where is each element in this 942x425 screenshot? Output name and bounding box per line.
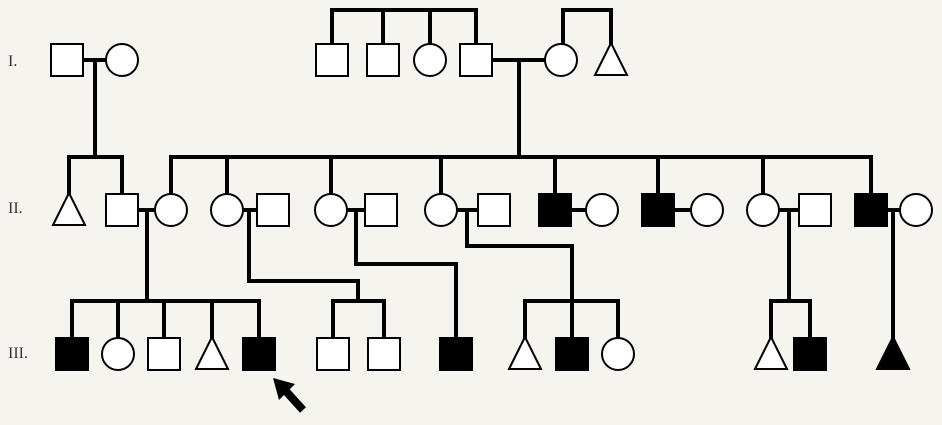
individual-iii-1-male-square: [55, 337, 89, 371]
individual-iii-8-male-square: [439, 337, 473, 371]
individual-i-4-male-square: [366, 43, 400, 77]
individual-ii-1-unknown-triangle: [51, 190, 87, 226]
generation-label-3: III.: [8, 345, 28, 362]
individual-i-1-male-square: [50, 43, 84, 77]
individual-ii-3-female-circle: [154, 193, 188, 227]
individual-iii-10-male-square: [555, 337, 589, 371]
descent-line: [465, 208, 574, 303]
generation-label-2: II.: [8, 200, 23, 217]
individual-ii-14-female-circle: [746, 193, 780, 227]
individual-iii-2-female-circle: [101, 337, 135, 371]
individual-ii-2-male-square: [105, 193, 139, 227]
arrow-icon: [273, 378, 306, 413]
individual-iii-13-male-square: [793, 337, 827, 371]
individual-iii-3-male-square: [147, 337, 181, 371]
individual-ii-6-female-circle: [314, 193, 348, 227]
individual-ii-8-female-circle: [424, 193, 458, 227]
individual-ii-17-female-circle: [899, 193, 933, 227]
individual-ii-11-female-circle: [585, 193, 619, 227]
individual-i-7-female-circle: [544, 43, 578, 77]
individual-ii-13-female-circle: [690, 193, 724, 227]
individual-iii-6-male-square: [316, 337, 350, 371]
individual-i-3-male-square: [315, 43, 349, 77]
individual-ii-9-male-square: [477, 193, 511, 227]
individual-iii-4-unknown-triangle: [194, 334, 230, 370]
individual-ii-5-male-square: [256, 193, 290, 227]
arrow-shaft: [280, 385, 306, 413]
individual-i-2-female-circle: [105, 43, 139, 77]
individual-iii-9-unknown-triangle: [507, 334, 543, 370]
descent-line: [354, 208, 458, 340]
individual-ii-15-male-square: [798, 193, 832, 227]
individual-i-6-male-square: [459, 43, 493, 77]
individual-ii-10-male-square: [538, 193, 572, 227]
individual-iii-7-male-square: [367, 337, 401, 371]
individual-ii-4-female-circle: [210, 193, 244, 227]
individual-iii-5-male-square: [242, 337, 276, 371]
individual-i-8-unknown-triangle: [593, 40, 629, 76]
individual-iii-12-unknown-triangle: [753, 334, 789, 370]
individual-iii-14-unknown-triangle: [875, 334, 911, 370]
descent-line: [247, 208, 360, 303]
individual-ii-7-male-square: [364, 193, 398, 227]
individual-i-5-female-circle: [413, 43, 447, 77]
generation-label-1: I.: [8, 53, 18, 70]
individual-iii-11-female-circle: [601, 337, 635, 371]
individual-ii-16-male-square: [854, 193, 888, 227]
individual-ii-12-male-square: [641, 193, 675, 227]
